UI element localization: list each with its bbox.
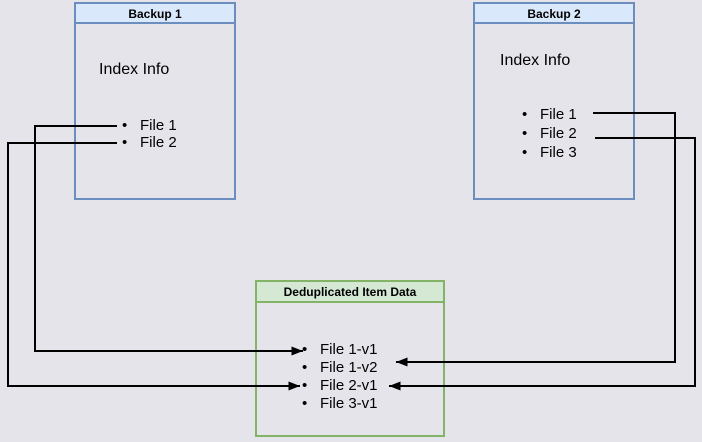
bullet-icon: • — [302, 377, 308, 394]
backup1-title: Backup 1 — [76, 4, 234, 24]
backup2-box: Backup 2 — [473, 2, 635, 200]
bullet-icon: • — [522, 106, 528, 123]
backup2-index-label: Index Info — [500, 52, 571, 69]
backup1-box: Backup 1 — [74, 2, 236, 200]
backup2-item-file2: • File 2 — [522, 125, 577, 143]
backup2-item-file1: • File 1 — [522, 106, 577, 124]
backup2-item-label: File 3 — [540, 144, 577, 161]
bullet-icon: • — [522, 125, 528, 142]
backup2-title: Backup 2 — [475, 4, 633, 24]
bullet-icon: • — [302, 359, 308, 376]
dedup-item-file2-v1: • File 2-v1 — [302, 377, 378, 395]
backup1-item-label: File 2 — [140, 134, 177, 151]
bullet-icon: • — [302, 395, 308, 412]
dedup-item-label: File 2-v1 — [320, 377, 378, 394]
backup1-item-label: File 1 — [140, 117, 177, 134]
dedup-title: Deduplicated Item Data — [257, 282, 443, 303]
dedup-item-file1-v1: • File 1-v1 — [302, 341, 378, 359]
bullet-icon: • — [522, 144, 528, 161]
backup2-item-label: File 2 — [540, 125, 577, 142]
backup1-item-file1: • File 1 — [122, 117, 177, 135]
backup2-item-file3: • File 3 — [522, 144, 577, 162]
dedup-item-label: File 1-v2 — [320, 359, 378, 376]
dedup-item-file1-v2: • File 1-v2 — [302, 359, 378, 377]
bullet-icon: • — [122, 134, 128, 151]
dedup-item-label: File 1-v1 — [320, 341, 378, 358]
dedup-item-label: File 3-v1 — [320, 395, 378, 412]
backup1-item-file2: • File 2 — [122, 134, 177, 152]
backup2-item-label: File 1 — [540, 106, 577, 123]
dedup-item-file3-v1: • File 3-v1 — [302, 395, 378, 413]
bullet-icon: • — [302, 341, 308, 358]
backup1-index-label: Index Info — [99, 61, 170, 78]
bullet-icon: • — [122, 117, 128, 134]
